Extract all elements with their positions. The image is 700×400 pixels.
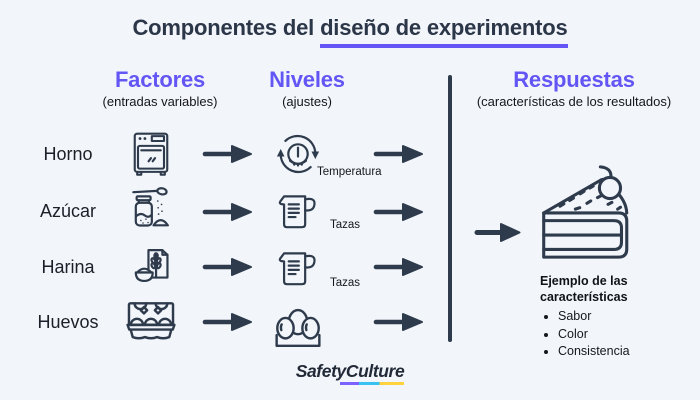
sugar-jar-icon xyxy=(132,187,169,227)
factor-icon-cell xyxy=(120,238,182,296)
factor-icon-cell xyxy=(118,294,184,352)
arrow-right-icon xyxy=(202,203,252,221)
list-item-consistencia: Consistencia xyxy=(558,343,668,361)
big-arrow-right-icon xyxy=(474,223,521,242)
arrow-right-icon xyxy=(373,313,423,331)
arrow-right-icon xyxy=(373,258,423,276)
arrow-right-icon xyxy=(373,203,423,221)
title-prefix: Componentes del xyxy=(132,15,315,40)
factor-label-azucar: Azúcar xyxy=(39,201,97,221)
factores-label: Factores xyxy=(114,67,206,92)
factores-sublabel: (entradas variables) xyxy=(102,94,218,109)
characteristics-list: Sabor Color Consistencia xyxy=(540,308,668,361)
egg-carton-icon xyxy=(126,302,176,340)
safetyculture-logo: SafetyCulture xyxy=(295,361,405,385)
nivel-icon-cell xyxy=(266,240,330,298)
eggs-icon xyxy=(275,308,321,348)
measuring-cup-icon xyxy=(278,195,316,229)
nivel-label-temperatura: Temperatura xyxy=(317,166,382,178)
niveles-sublabel: (ajustes) xyxy=(282,94,332,109)
flour-bag-icon xyxy=(134,249,169,283)
footer: SafetyCulture xyxy=(0,361,700,385)
nivel-icon-cell xyxy=(266,183,330,241)
measuring-cup-icon xyxy=(278,252,316,286)
respuestas-label: Respuestas xyxy=(513,67,635,92)
title-underlined: diseño de experimentos xyxy=(320,15,568,48)
arrow-right-icon xyxy=(202,145,252,163)
column-header-respuestas: Respuestas (características de los resul… xyxy=(458,67,690,109)
oven-icon xyxy=(133,132,169,176)
nivel-icon-cell xyxy=(266,125,330,183)
respuesta-illustration-cell xyxy=(535,162,635,262)
factor-icon-cell xyxy=(120,183,182,241)
niveles-label: Niveles xyxy=(269,67,345,92)
factor-icon-cell xyxy=(120,125,182,183)
example-title: Ejemplo de las características xyxy=(540,274,628,304)
respuestas-sublabel: (características de los resultados) xyxy=(476,94,672,109)
list-item-color: Color xyxy=(558,326,668,344)
nivel-label-tazas: Tazas xyxy=(330,219,361,231)
factor-label-horno: Horno xyxy=(43,144,93,164)
section-divider xyxy=(448,75,452,342)
nivel-label-tazas: Tazas xyxy=(330,277,361,289)
column-header-niveles: Niveles (ajustes) xyxy=(237,67,377,109)
factor-label-harina: Harina xyxy=(41,257,95,277)
arrow-right-icon xyxy=(202,313,252,331)
list-item-sabor: Sabor xyxy=(558,308,668,326)
temperature-dial-icon xyxy=(276,134,320,174)
arrow-right-icon xyxy=(373,145,423,163)
column-header-factores: Factores (entradas variables) xyxy=(68,67,252,109)
arrow-right-icon xyxy=(202,258,252,276)
example-characteristics: Ejemplo de las características Sabor Col… xyxy=(540,273,668,361)
cake-slice-icon xyxy=(542,165,629,259)
factor-label-huevos: Huevos xyxy=(37,312,99,332)
nivel-icon-cell xyxy=(264,296,332,352)
